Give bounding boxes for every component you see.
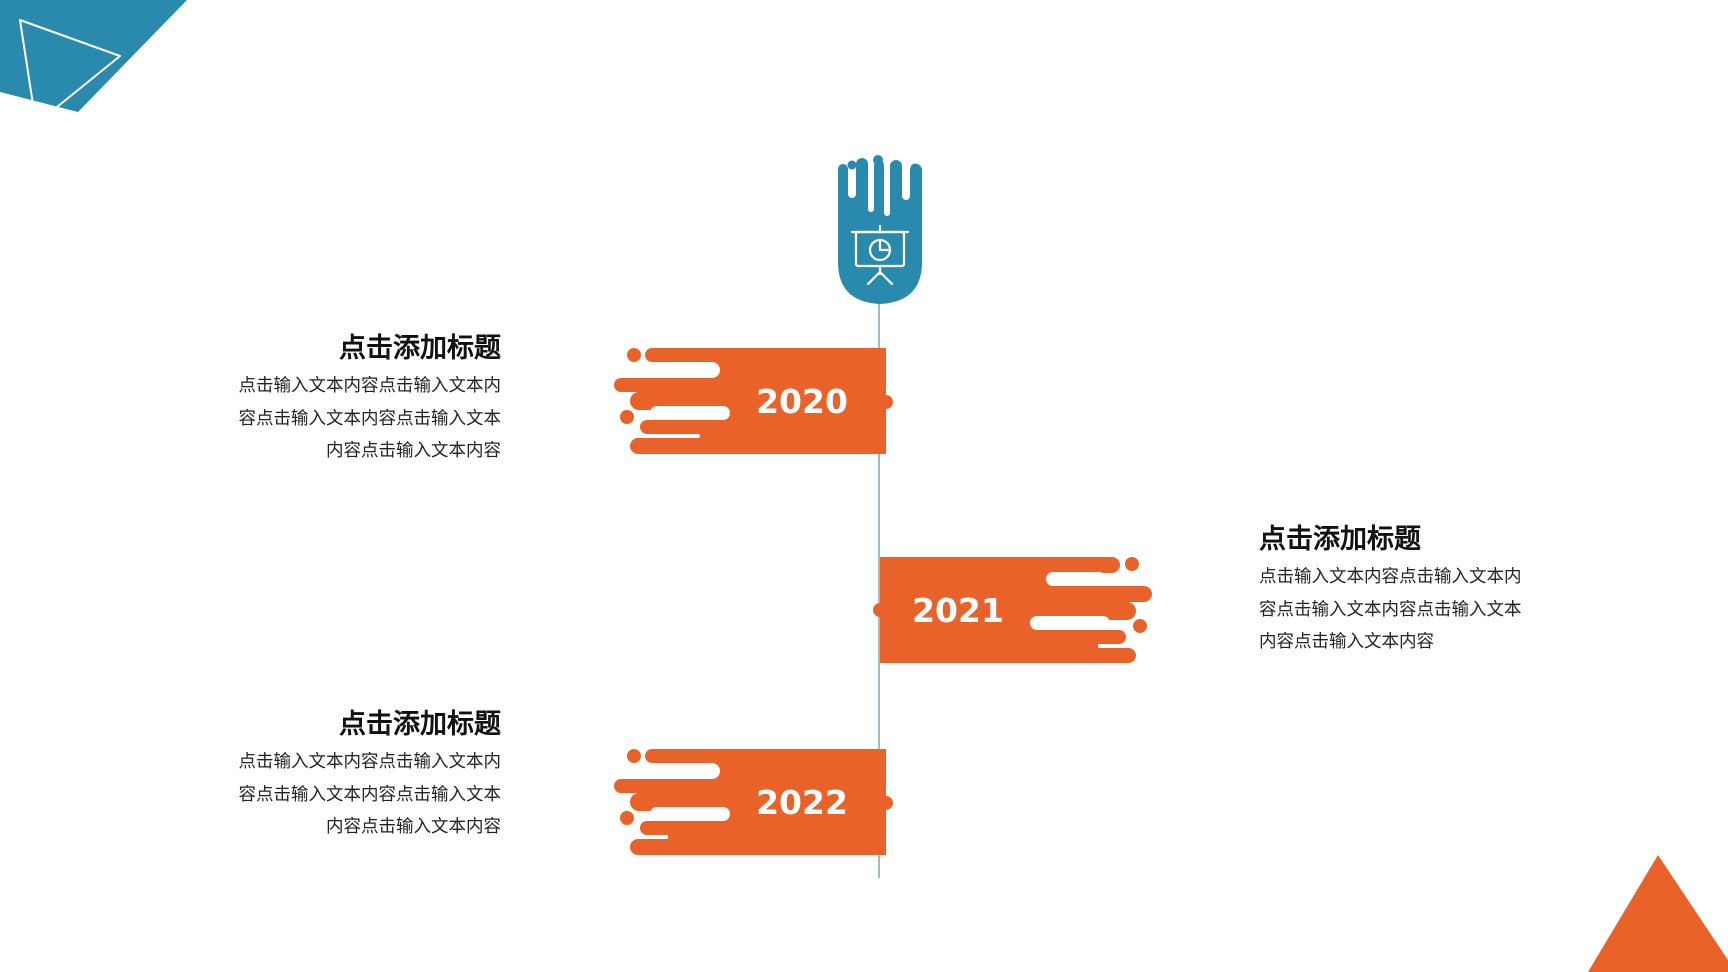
blue-corner-shape	[0, 0, 187, 112]
description-line: 容点击输入文本内容点击输入文本	[238, 408, 502, 429]
tag-dot	[627, 348, 641, 362]
year-label-2022: 2022	[756, 783, 848, 822]
description-line: 内容点击输入文本内容	[1259, 632, 1434, 652]
tag-gap	[660, 763, 720, 779]
badge-dot	[847, 160, 857, 170]
tag-dot	[1125, 557, 1139, 571]
tag-gap	[660, 362, 720, 378]
tag-streak	[630, 793, 730, 811]
badge-gap	[868, 164, 874, 212]
year-label-2020: 2020	[756, 382, 848, 421]
tag-streak	[1056, 630, 1126, 644]
tag-notch	[879, 796, 893, 810]
tag-gap	[650, 406, 730, 420]
badge-dot	[873, 155, 883, 165]
tag-dot	[1133, 619, 1147, 633]
tag-streak	[614, 779, 702, 793]
tag-streak	[1036, 602, 1136, 620]
presentation-board-icon	[850, 224, 910, 286]
tag-streak	[640, 821, 710, 835]
description-line: 容点击输入文本内容点击输入文本	[1259, 599, 1522, 620]
tag-streak	[1060, 557, 1120, 573]
badge-drip	[890, 160, 902, 200]
badge-drip	[910, 164, 922, 204]
description-line: 内容点击输入文本内容	[326, 441, 501, 461]
tag-streak	[630, 392, 730, 410]
description-line: 点击输入文本内容点击输入文本内	[238, 752, 502, 772]
tag-streak	[640, 420, 710, 434]
tag-streak	[1064, 586, 1152, 602]
item-description: 点击输入文本内容点击输入文本内 容点击输入文本内容点击输入文本 内容点击输入文本…	[201, 746, 502, 844]
tag-gap	[660, 434, 700, 438]
year-label-2021: 2021	[912, 591, 1004, 630]
year-tag-2020	[614, 348, 893, 454]
outline-triangle	[19, 19, 121, 125]
tag-streak	[1076, 648, 1136, 663]
year-tag-2021	[873, 557, 1152, 663]
description-line: 点击输入文本内容点击输入文本内	[1259, 567, 1522, 587]
item-description: 点击输入文本内容点击输入文本内 容点击输入文本内容点击输入文本 内容点击输入文本…	[1259, 561, 1559, 659]
tag-streak	[614, 378, 702, 392]
tag-notch	[879, 395, 893, 409]
badge-dot	[910, 163, 920, 173]
top-left-triangle-decoration	[0, 0, 187, 125]
tag-notch	[873, 603, 887, 617]
tag-gap	[650, 807, 730, 821]
year-tag-2022	[614, 749, 893, 855]
item-title: 点击添加标题	[1259, 524, 1421, 555]
tag-dot	[620, 410, 634, 424]
tag-streak	[630, 438, 690, 454]
tag-dot	[627, 749, 641, 763]
tag-gap	[1046, 572, 1106, 586]
description-line: 点击输入文本内容点击输入文本内	[238, 376, 502, 396]
badge-body	[838, 172, 922, 304]
tag-streak	[645, 348, 705, 362]
description-line: 内容点击输入文本内容	[326, 817, 501, 837]
tag-dot	[620, 811, 634, 825]
tag-gap	[1030, 616, 1110, 630]
item-description: 点击输入文本内容点击输入文本内 容点击输入文本内容点击输入文本 内容点击输入文本…	[201, 370, 502, 468]
badge-gap	[884, 164, 890, 216]
tag-streak	[645, 749, 705, 763]
item-title: 点击添加标题	[339, 709, 501, 740]
tag-streak	[630, 839, 690, 855]
badge-drip	[838, 164, 848, 194]
description-line: 容点击输入文本内容点击输入文本	[238, 784, 502, 805]
badge-drip	[856, 158, 868, 194]
badge-gap	[848, 164, 856, 198]
badge-drip	[874, 160, 884, 218]
header-badge	[838, 155, 922, 304]
badge-gap	[902, 164, 910, 200]
item-title: 点击添加标题	[339, 333, 501, 364]
